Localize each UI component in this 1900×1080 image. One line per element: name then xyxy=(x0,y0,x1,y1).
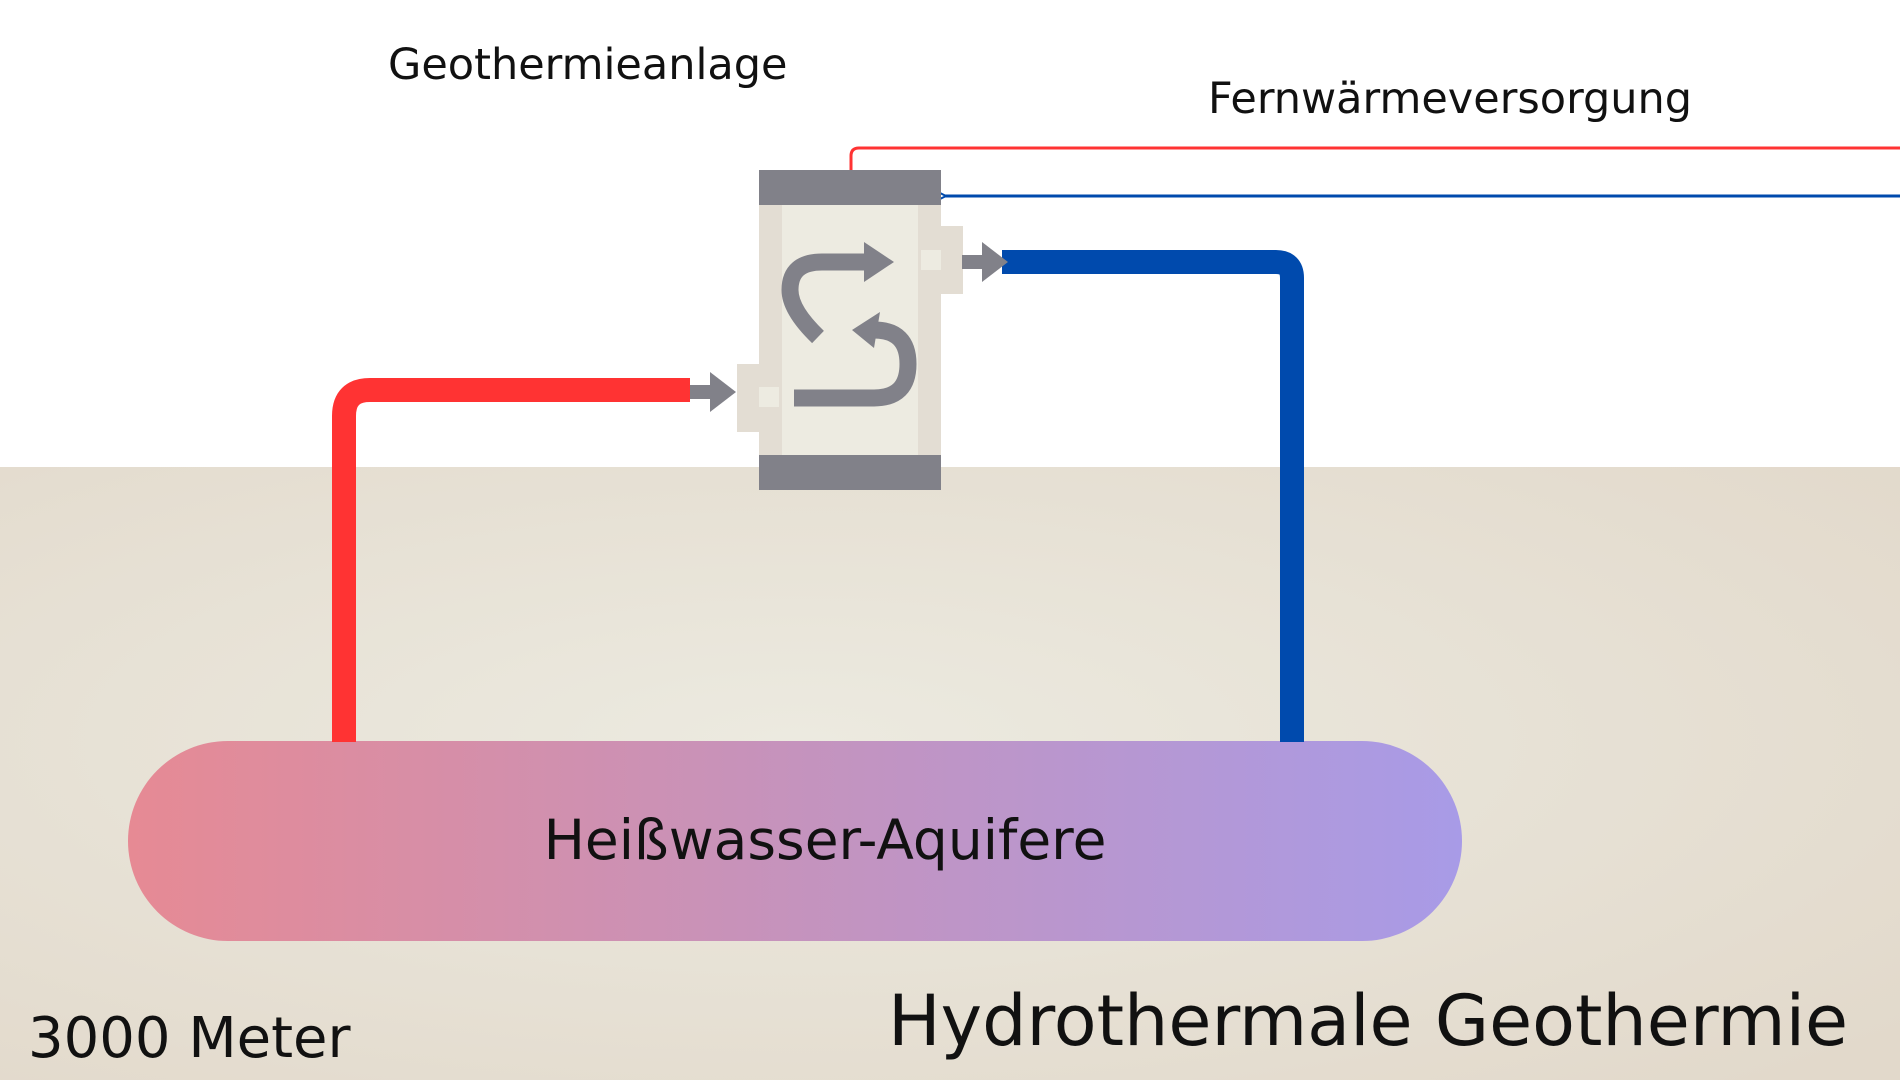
diagram-title: Hydrothermale Geothermie xyxy=(888,980,1849,1062)
hot-production-pipe xyxy=(332,378,690,742)
district-heating-supply-line xyxy=(849,146,1900,170)
plant-label: Geothermieanlage xyxy=(388,40,788,90)
heat-exchanger-icon xyxy=(737,170,963,490)
cold-injection-pipe xyxy=(1002,250,1304,742)
inlet-arrow-icon xyxy=(690,372,736,412)
aquifer-reservoir xyxy=(128,741,1462,941)
district-heating-label: Fernwärmeversorgung xyxy=(1208,74,1693,124)
depth-label: 3000 Meter xyxy=(28,1006,351,1071)
aquifer-label: Heißwasser-Aquifere xyxy=(543,808,1107,872)
outlet-arrow-icon xyxy=(962,242,1008,282)
